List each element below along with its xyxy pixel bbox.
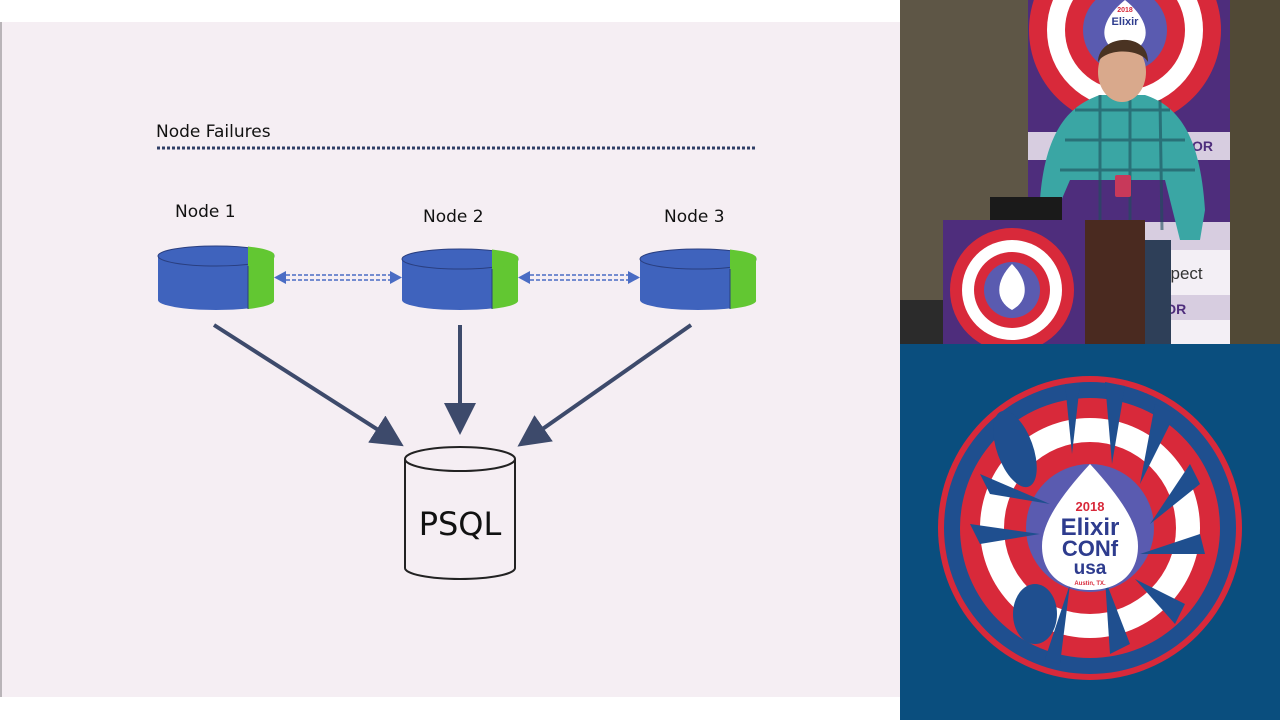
speaker-figure (1040, 39, 1205, 344)
slide-title: Node Failures (156, 122, 271, 142)
psql-label: PSQL (419, 505, 502, 543)
banner-year: 2018 (1117, 7, 1133, 14)
logo-year: 2018 (1076, 499, 1105, 514)
node-1-cylinder (157, 245, 275, 310)
logo-location: Austin, TX. (1074, 581, 1106, 587)
node-3-cylinder (639, 248, 757, 310)
elixir-drop-icon (1042, 464, 1138, 590)
stage-equipment (900, 300, 943, 344)
psql-database-cylinder (404, 446, 516, 580)
conference-brand-panel: 2018 Elixir CONf usa Austin, TX. (900, 344, 1280, 720)
logo-elixir: Elixir (1061, 514, 1120, 541)
speaker-camera-feed: 2018 Elixir OR spect ISOR (900, 0, 1280, 344)
banner-elixir: Elixir (1112, 16, 1140, 28)
logo-conf: CONf (1062, 536, 1119, 561)
link-node2-node3 (518, 271, 640, 284)
sponsor-label-1: OR (1192, 138, 1213, 154)
presentation-slide: Node Failures Node 1 Node 2 Node 3 (0, 22, 900, 697)
podium (943, 220, 1145, 344)
logo-usa: usa (1074, 558, 1107, 579)
node-1-label: Node 1 (175, 202, 236, 222)
node-3-label: Node 3 (664, 207, 725, 227)
diagram-canvas: Node Failures Node 1 Node 2 Node 3 (156, 122, 757, 580)
lone-star-lettering (970, 382, 1205, 664)
arrow-node1-to-psql (212, 323, 404, 447)
sponsor-text-spect: spect (1162, 264, 1203, 283)
arrow-node3-to-psql (517, 323, 693, 447)
laptop (990, 197, 1062, 221)
link-node1-node2 (274, 271, 402, 284)
elixirconf-logo: 2018 Elixir CONf usa Austin, TX. (938, 376, 1242, 680)
node-2-label: Node 2 (423, 207, 484, 227)
node-2-cylinder (401, 248, 519, 310)
camera-scene: 2018 Elixir OR spect ISOR (900, 0, 1280, 344)
